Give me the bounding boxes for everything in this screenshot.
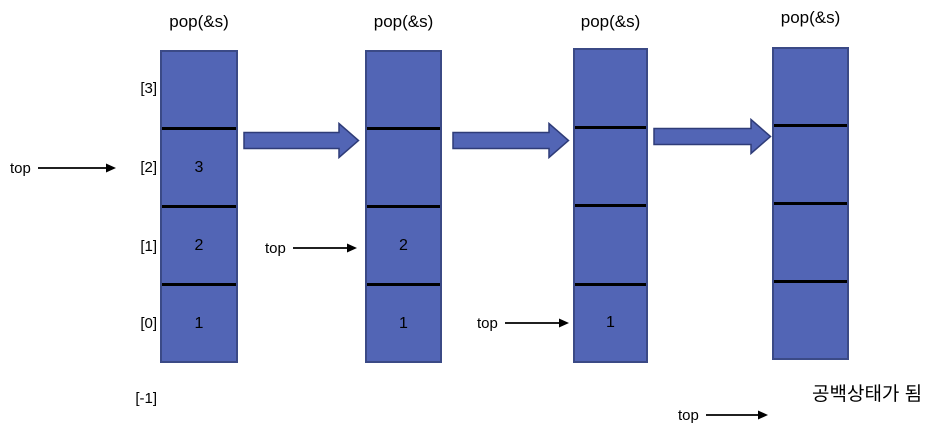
top-pointer-4: top bbox=[678, 405, 768, 425]
stack-array-2: 2 1 bbox=[365, 50, 442, 363]
empty-state-caption: 공백상태가 됨 bbox=[812, 384, 923, 405]
right-arrow-icon bbox=[37, 163, 116, 173]
stack-title: pop(&s) bbox=[373, 12, 434, 31]
top-pointer-label: top bbox=[265, 239, 286, 257]
stack-array-1: 3 2 1 bbox=[160, 50, 238, 363]
stack-cell: 1 bbox=[575, 282, 646, 362]
stack-cell: 1 bbox=[162, 283, 236, 361]
stack-cell bbox=[575, 125, 646, 205]
right-arrow-icon bbox=[705, 410, 768, 420]
stack-title: pop(&s) bbox=[580, 12, 641, 31]
stack-cell bbox=[162, 52, 236, 127]
top-pointer-2: top bbox=[265, 238, 357, 258]
stack-cell bbox=[367, 52, 440, 127]
stack-cell bbox=[774, 49, 847, 124]
stack-cell bbox=[575, 204, 646, 283]
stack-title: pop(&s) bbox=[780, 8, 841, 27]
top-pointer-label: top bbox=[678, 406, 699, 424]
pop-transition-arrow-icon bbox=[243, 122, 360, 159]
right-arrow-icon bbox=[504, 318, 569, 328]
stack-cell bbox=[774, 202, 847, 280]
right-arrow-icon bbox=[292, 243, 357, 253]
top-pointer-label: top bbox=[10, 159, 31, 177]
stack-cell bbox=[774, 280, 847, 358]
stack-title: pop(&s) bbox=[169, 12, 229, 31]
top-pointer-3: top bbox=[477, 313, 569, 333]
index-label-minus-1: [-1] bbox=[135, 390, 157, 407]
top-pointer-1: top bbox=[10, 158, 116, 178]
stack-cell: 1 bbox=[367, 283, 440, 361]
index-label-0: [0] bbox=[140, 315, 157, 332]
stack-cell: 2 bbox=[367, 205, 440, 283]
pop-transition-arrow-icon bbox=[452, 122, 570, 159]
index-label-2: [2] bbox=[140, 159, 157, 176]
stack-cell: 3 bbox=[162, 127, 236, 205]
stack-array-3: 1 bbox=[573, 48, 648, 363]
index-label-3: [3] bbox=[140, 80, 157, 97]
stack-cell: 2 bbox=[162, 205, 236, 283]
stack-cell bbox=[575, 50, 646, 126]
pop-transition-arrow-icon bbox=[653, 118, 772, 155]
stack-cell bbox=[774, 124, 847, 202]
stack-cell bbox=[367, 127, 440, 205]
index-label-1: [1] bbox=[140, 238, 157, 255]
stack-array-4 bbox=[772, 47, 849, 360]
top-pointer-label: top bbox=[477, 314, 498, 332]
